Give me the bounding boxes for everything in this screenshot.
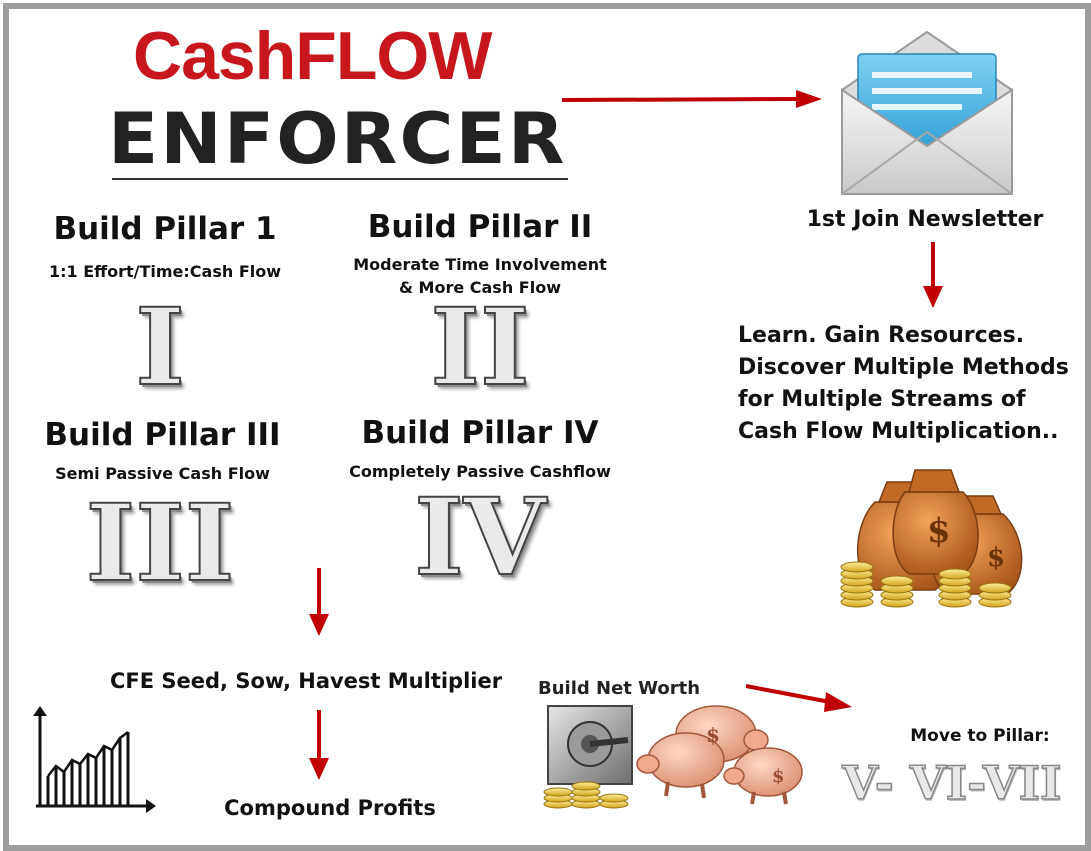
learn-line-1: Learn. Gain Resources. [738,323,1025,348]
pillar-2-numeral: II [429,284,530,409]
pillar-1-subtitle: 1:1 Effort/Time:Cash Flow [48,262,282,281]
build-net-worth-label: Build Net Worth [538,678,701,699]
compound-profits-label: Compound Profits [224,796,436,820]
svg-text:$: $ [706,723,720,747]
arrow-networth-to-move [745,684,852,712]
pillar-2-subtitle: Moderate Time Involvement & More Cash Fl… [330,253,630,299]
learn-line-2: Discover Multiple Methods [738,354,1069,380]
arrow-pillars-to-seed [309,568,329,636]
svg-text:$: $ [987,543,1005,573]
growth-chart-icon [33,706,156,813]
arrow-seed-to-compound [309,710,329,780]
logo-cashflow: CashFLOW [133,18,492,94]
pillar-3-subtitle: Semi Passive Cash Flow [55,464,270,483]
logo-enforcer: ENFORCER [108,98,567,180]
pillar-2-subtitle-line-2: & More Cash Flow [399,278,561,298]
money-bags-icon: $ $ [840,469,1023,608]
learn-line-4: Cash Flow Multiplication.. [738,418,1059,444]
safe-and-piggy-banks-icon: $ $ [543,705,803,809]
arrow-logo-to-newsletter [561,90,822,108]
pillar-3-numeral: III [85,480,236,605]
arrow-newsletter-to-learn [923,242,943,308]
envelope-icon [841,30,1013,195]
pillar-4-subtitle: Completely Passive Cashflow [349,462,611,481]
pillar-1-title: Build Pillar 1 [53,211,277,247]
svg-text:$: $ [927,511,951,551]
seed-sow-harvest-label: CFE Seed, Sow, Havest Multiplier [110,669,503,693]
move-to-pillar-label: Move to Pillar: [910,726,1050,746]
logo-underline [112,178,568,180]
pillar-2-subtitle-line-1: Moderate Time Involvement [353,255,607,274]
pillar-4-title: Build Pillar IV [361,415,599,451]
pillar-4-numeral: IV [413,474,547,599]
pillar-3-title: Build Pillar III [44,417,281,453]
pillar-2-title: Build Pillar II [367,209,593,245]
svg-text:$: $ [772,766,785,787]
newsletter-label: 1st Join Newsletter [806,207,1044,232]
learn-line-3: for Multiple Streams of [738,386,1026,412]
pillar-1-numeral: I [134,284,186,409]
move-pillar-numerals: V- VI-VII [842,755,1063,811]
learn-text-block: Learn. Gain Resources. Discover Multiple… [738,320,1083,448]
